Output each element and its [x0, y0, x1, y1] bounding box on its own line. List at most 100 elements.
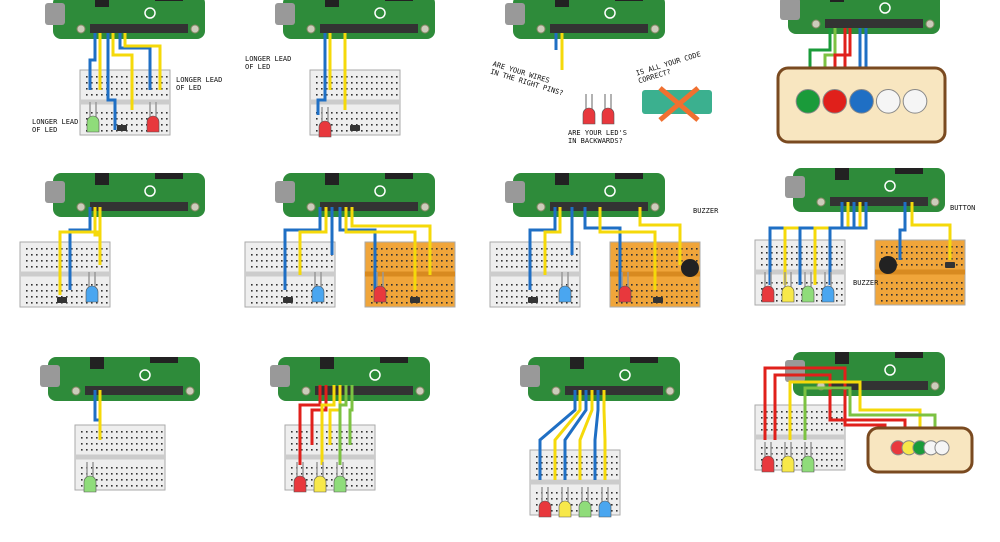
breadboard-hole [276, 266, 278, 268]
breadboard-hole [946, 288, 948, 290]
breadboard-hole [136, 443, 138, 445]
chip [325, 173, 339, 185]
breadboard-hole [941, 300, 943, 302]
breadboard-hole [826, 246, 828, 248]
breadboard-hole [566, 462, 568, 464]
breadboard-hole [826, 411, 828, 413]
breadboard-hole [771, 447, 773, 449]
breadboard-hole [366, 431, 368, 433]
breadboard-hole [136, 76, 138, 78]
breadboard-hole [141, 473, 143, 475]
breadboard-hole [136, 88, 138, 90]
breadboard-hole [766, 417, 768, 419]
usb-port [275, 181, 295, 203]
mount-hole [811, 19, 821, 29]
breadboard-hole [326, 266, 328, 268]
breadboard-hole [606, 462, 608, 464]
breadboard-hole [91, 467, 93, 469]
breadboard-hole [696, 284, 698, 286]
raspberry-pi-board [270, 357, 430, 401]
breadboard-hole [401, 290, 403, 292]
breadboard-hole [501, 302, 503, 304]
breadboard-hole [101, 443, 103, 445]
breadboard-hole [566, 468, 568, 470]
breadboard-hole [131, 124, 133, 126]
breadboard-hole [766, 423, 768, 425]
breadboard-hole [436, 248, 438, 250]
breadboard-hole [541, 254, 543, 256]
mount-hole [650, 202, 660, 212]
breadboard-hole [156, 94, 158, 96]
breadboard-hole [261, 266, 263, 268]
connector [380, 357, 408, 363]
breadboard-hole [46, 260, 48, 262]
breadboard-hole [446, 284, 448, 286]
breadboard-hole [526, 290, 528, 292]
breadboard-hole [151, 76, 153, 78]
breadboard-hole [916, 282, 918, 284]
breadboard-hole [811, 282, 813, 284]
breadboard-hole [131, 449, 133, 451]
breadboard-hole [261, 248, 263, 250]
breadboard-hole [106, 124, 108, 126]
breadboard-hole [346, 76, 348, 78]
breadboard-hole [141, 443, 143, 445]
push-button [57, 297, 67, 303]
breadboard-hole [351, 94, 353, 96]
breadboard-hole [776, 417, 778, 419]
breadboard-hole [156, 112, 158, 114]
breadboard-hole [786, 453, 788, 455]
breadboard-hole [381, 76, 383, 78]
breadboard-hole [126, 130, 128, 132]
breadboard-hole [796, 282, 798, 284]
jumper-wire [338, 385, 348, 465]
breadboard-hole [161, 76, 163, 78]
breadboard-hole [926, 300, 928, 302]
breadboard-hole [826, 417, 828, 419]
breadboard-hole [86, 437, 88, 439]
breadboard-hole [141, 437, 143, 439]
breadboard-hole [446, 260, 448, 262]
breadboard-hole [116, 479, 118, 481]
breadboard-hole [571, 284, 573, 286]
breadboard-hole [916, 288, 918, 290]
breadboard-hole [911, 282, 913, 284]
breadboard-hole [806, 417, 808, 419]
breadboard-hole [326, 473, 328, 475]
breadboard-hole [376, 118, 378, 120]
breadboard-hole [681, 302, 683, 304]
breadboard-hole [386, 290, 388, 292]
breadboard-hole [611, 462, 613, 464]
breadboard-hole [141, 124, 143, 126]
breadboard-hole [111, 88, 113, 90]
jumper-wire [298, 385, 322, 465]
breadboard-hole [766, 258, 768, 260]
breadboard-hole [346, 485, 348, 487]
connector [615, 173, 643, 179]
breadboard-hole [786, 246, 788, 248]
breadboard-hole [386, 130, 388, 132]
breadboard-hole [306, 254, 308, 256]
breadboard-hole [96, 112, 98, 114]
breadboard-hole [256, 248, 258, 250]
breadboard-hole [316, 76, 318, 78]
breadboard-hole [276, 302, 278, 304]
breadboard-hole [841, 264, 843, 266]
breadboard-hole [266, 254, 268, 256]
breadboard-hole [651, 260, 653, 262]
breadboard-hole [911, 246, 913, 248]
breadboard-hole [101, 130, 103, 132]
breadboard-hole [771, 282, 773, 284]
mount-hole [665, 386, 675, 396]
breadboard-hole [631, 290, 633, 292]
breadboard-hole [601, 474, 603, 476]
breadboard-hole [786, 411, 788, 413]
breadboard-hole [591, 504, 593, 506]
breadboard-hole [791, 264, 793, 266]
breadboard-hole [411, 248, 413, 250]
breadboard-hole [826, 459, 828, 461]
breadboard-hole [551, 266, 553, 268]
breadboard-hole [666, 284, 668, 286]
breadboard-hole [286, 296, 288, 298]
breadboard-hole [426, 296, 428, 298]
